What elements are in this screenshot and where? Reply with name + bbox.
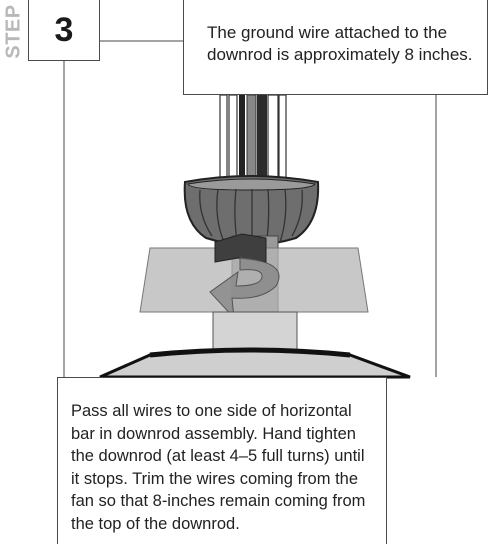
rotation-arrow-icon: [209, 233, 280, 320]
downrod-wires-icon: [219, 94, 287, 186]
step-number: 3: [54, 10, 74, 49]
step-word-text: STEP: [2, 3, 25, 59]
canopy-ball-icon: [183, 175, 320, 247]
step-label: STEP: [0, 0, 31, 62]
frame-lines: [63, 40, 437, 377]
caption-top: The ground wire attached to the downrod …: [183, 0, 488, 95]
fan-motor-housing-icon: [99, 347, 411, 379]
horizontal-bar-icon: [139, 247, 369, 313]
caption-bottom: Pass all wires to one side of horizontal…: [57, 377, 387, 544]
step-number-box: 3: [28, 0, 100, 61]
